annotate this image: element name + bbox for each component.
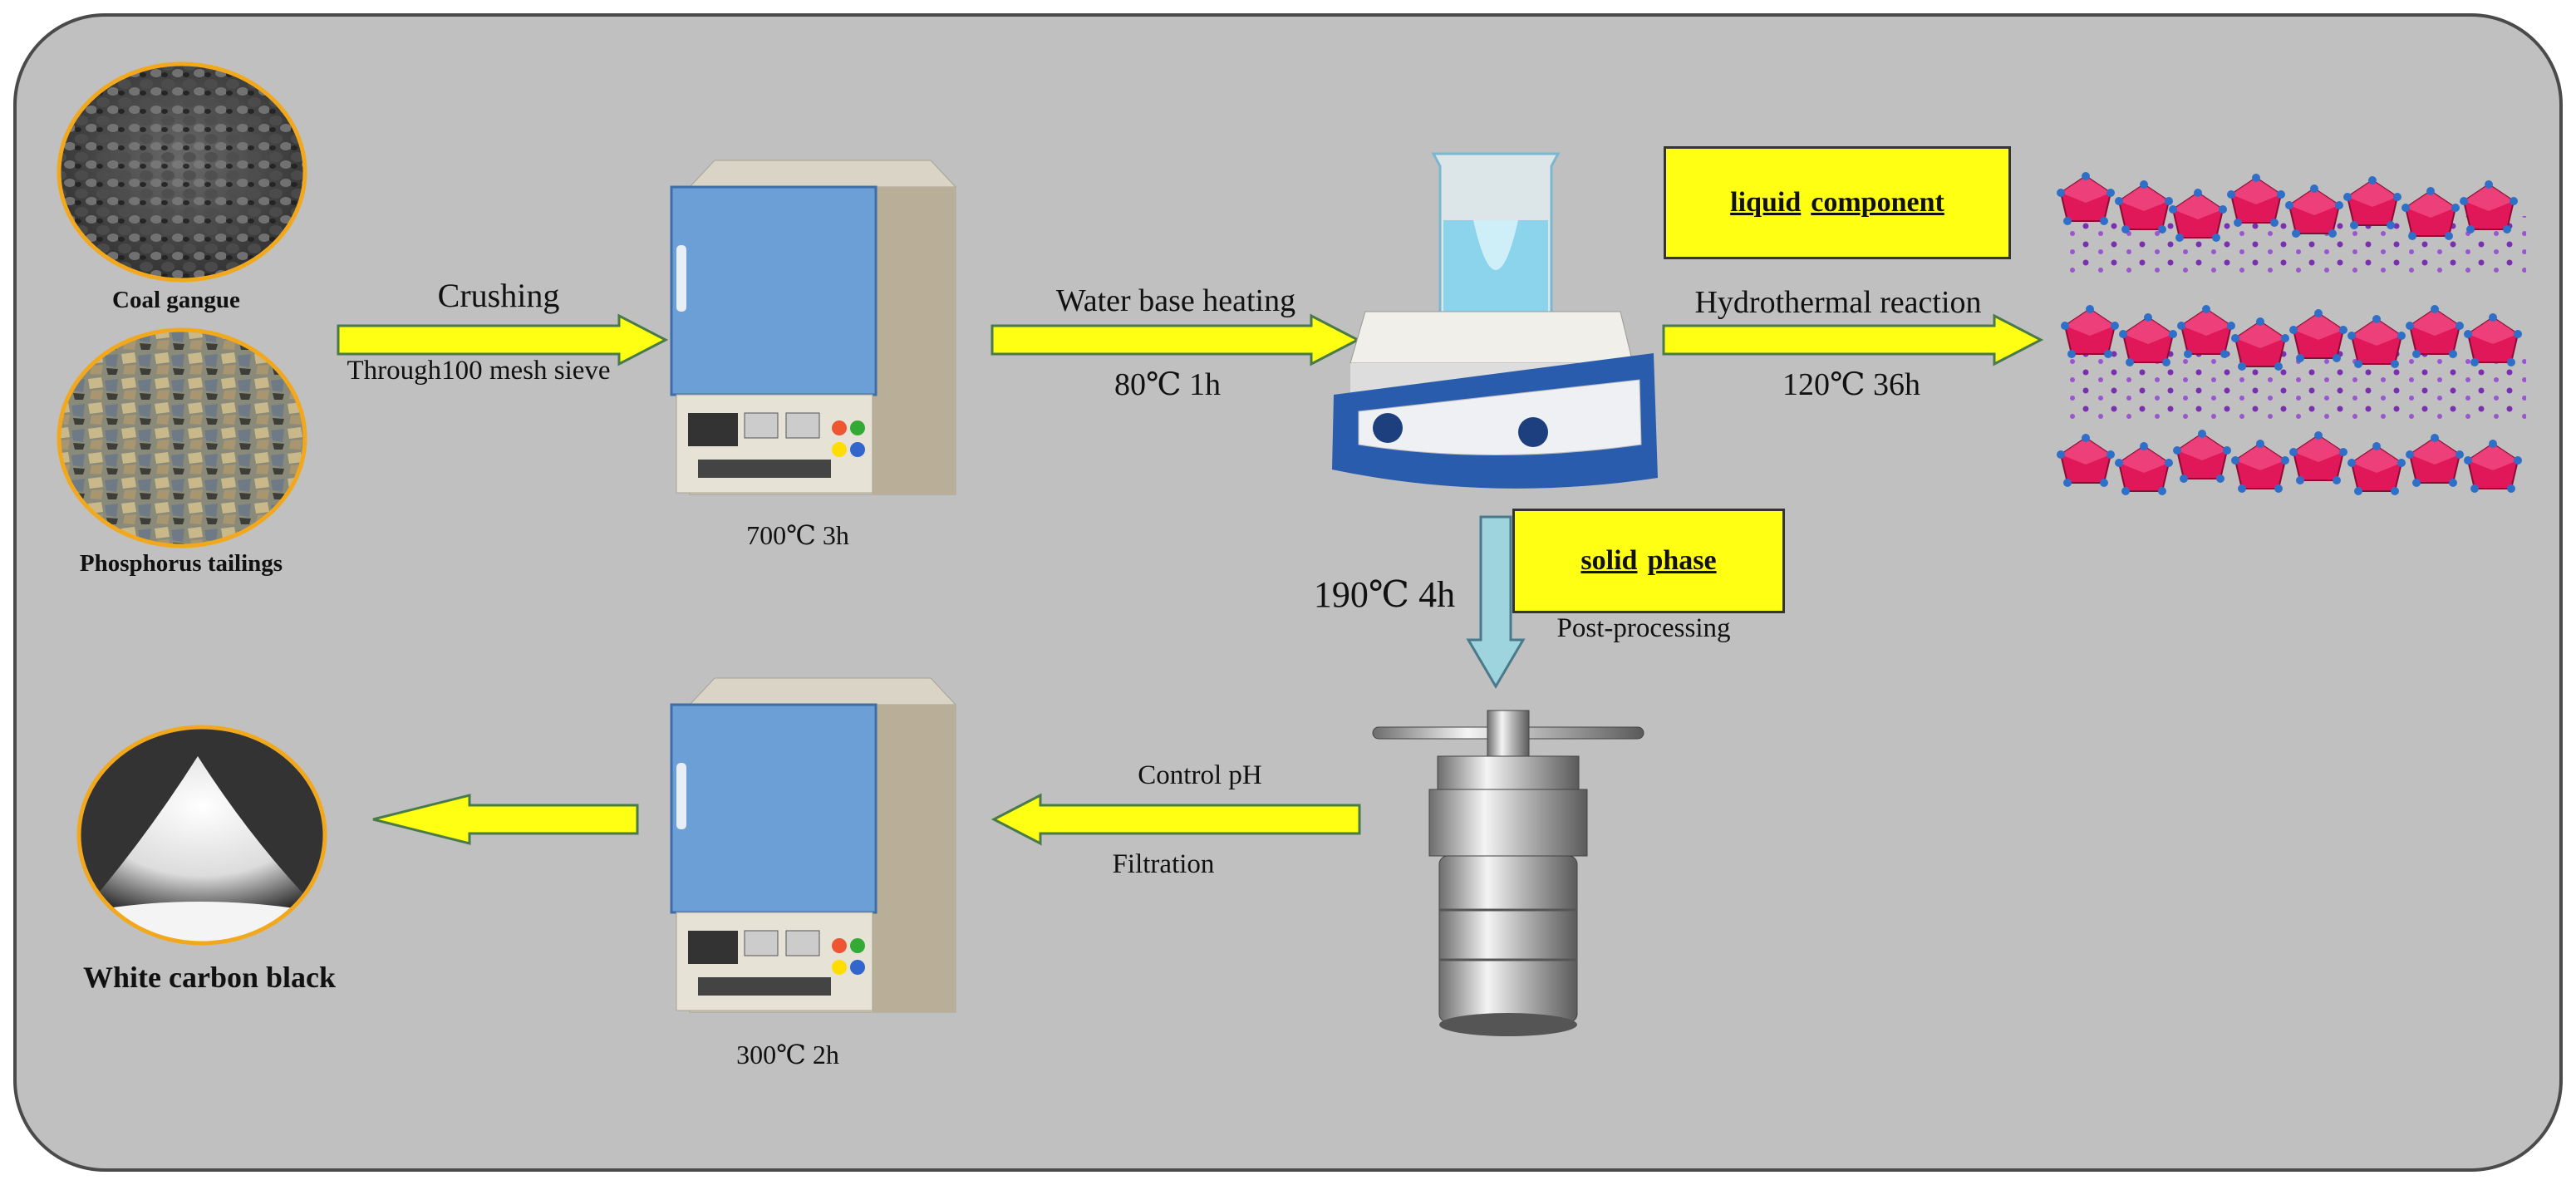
post-processing-label: Post-processing <box>1556 613 1731 643</box>
solid-phase-box: solid phase <box>1512 509 1785 613</box>
white-carbon-black-image <box>76 725 327 946</box>
arrow-to-product <box>372 794 639 845</box>
hydrothermal-label: Hydrothermal reaction <box>1694 285 1982 320</box>
arrow-crushing <box>337 313 669 366</box>
arrow-down-post-processing <box>1466 515 1526 689</box>
crushing-label: Crushing <box>437 277 560 314</box>
arrow-water-heating <box>991 313 1361 366</box>
muffle-furnace-2-icon <box>670 677 957 1013</box>
layered-crystal-structure-icon <box>2056 171 2526 496</box>
muffle-furnace-icon <box>670 160 957 495</box>
hotplate-beaker-icon <box>1332 152 1658 489</box>
coal-gangue-label: Coal gangue <box>112 287 240 313</box>
solid-word: solid <box>1581 545 1638 576</box>
hydro-temp-label: 120℃ 36h <box>1782 367 1921 402</box>
liquid-word: liquid <box>1730 187 1802 218</box>
arrow-filtration <box>991 793 1361 846</box>
filtration-label: Filtration <box>1112 849 1215 879</box>
furnace2-temp-label: 300℃ 2h <box>736 1040 839 1069</box>
arrow-hydrothermal <box>1662 313 2044 366</box>
water-heating-label: Water base heating <box>1055 283 1296 318</box>
hydrothermal-autoclave-icon <box>1372 710 1644 1036</box>
water-temp-label: 80℃ 1h <box>1113 367 1222 402</box>
component-word: component <box>1811 187 1944 218</box>
control-ph-label: Control pH <box>1138 760 1262 790</box>
phosphorus-tailings-image <box>57 327 307 548</box>
coal-gangue-image <box>57 61 307 283</box>
post-temp-label: 190℃ 4h <box>1313 574 1456 615</box>
phosphorus-tailings-label: Phosphorus tailings <box>79 550 283 577</box>
sieve-label: Through100 mesh sieve <box>347 356 611 386</box>
furnace1-temp-label: 700℃ 3h <box>746 520 849 550</box>
liquid-component-box: liquid component <box>1664 146 2011 259</box>
white-carbon-black-label: White carbon black <box>82 961 337 994</box>
phase-word: phase <box>1647 545 1717 576</box>
